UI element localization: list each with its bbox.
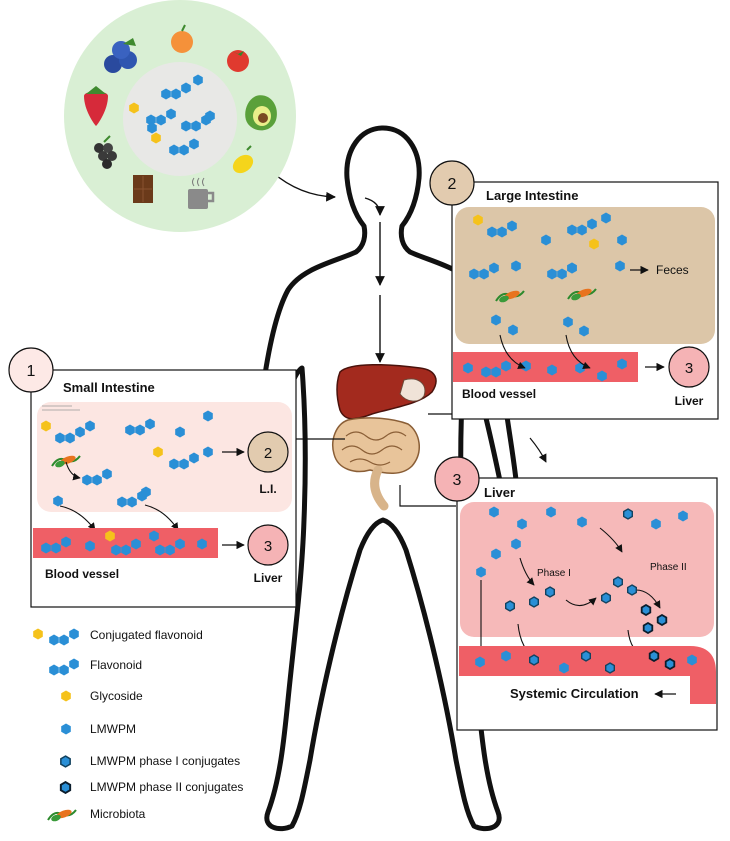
liver-title: Liver: [484, 485, 515, 500]
liver-organ-icon: [336, 364, 437, 420]
li-liver-step-badge: [668, 346, 710, 388]
legend-label: Conjugated flavonoid: [90, 628, 203, 642]
step-badge-3: [434, 456, 480, 502]
legend-item-conjugated: Conjugated flavonoid: [33, 628, 203, 646]
blood-vessel-large-intestine: [453, 352, 638, 382]
blueberry-icon: [104, 38, 137, 73]
small-intestine-panel: 1 Small Intestine Blood vessel 2 L: [8, 347, 297, 608]
legend-item-phase2: LMWPM phase II conjugates: [59, 780, 243, 794]
legend-label: Glycoside: [90, 689, 143, 703]
feces-label: Feces: [656, 263, 689, 277]
legend-label: LMWPM phase I conjugates: [90, 754, 240, 768]
large-intestine-title: Large Intestine: [486, 188, 578, 203]
si-blood-vessel-label: Blood vessel: [45, 567, 119, 581]
avocado-icon: [245, 95, 277, 131]
legend-item-flavonoid: Flavonoid: [49, 658, 142, 676]
legend-label: LMWPM: [90, 722, 136, 736]
food-sources-plate: [64, 0, 296, 232]
legend-label: Flavonoid: [90, 658, 142, 672]
step-badge-1: [8, 347, 54, 393]
intestine-organ-icon: [332, 417, 420, 511]
si-next-step-badge: [247, 431, 289, 473]
legend-label: Microbiota: [90, 807, 146, 821]
legend: Conjugated flavonoid Flavonoid Glycoside…: [33, 628, 243, 824]
li-blood-vessel-label: Blood vessel: [462, 387, 536, 401]
li-liver-step-number: 3: [685, 360, 693, 377]
si-next-step-number: 2: [264, 445, 272, 462]
legend-item-microbiota: Microbiota: [47, 806, 146, 824]
si-liver-step-label: Liver: [254, 571, 283, 585]
phase-two-label: Phase II: [650, 562, 687, 573]
legend-label: LMWPM phase II conjugates: [90, 780, 243, 794]
phase-one-label: Phase I: [537, 568, 571, 579]
step-badge-3-label: 3: [453, 472, 462, 489]
strawberry-icon: [84, 86, 108, 126]
liver-panel: 3 Liver Phase I Phase II: [434, 456, 718, 731]
chocolate-icon: [133, 175, 153, 203]
legend-item-glycoside: Glycoside: [61, 689, 143, 703]
si-liver-step-number: 3: [264, 538, 272, 555]
microbiota-icon: [47, 806, 77, 824]
step-badge-2-label: 2: [448, 176, 457, 193]
si-next-step-label: L.I.: [259, 482, 276, 496]
orange-icon: [171, 24, 193, 53]
tomato-icon: [227, 50, 249, 72]
legend-item-phase1: LMWPM phase I conjugates: [60, 754, 240, 768]
grapes-icon: [94, 135, 117, 169]
systemic-circulation-label: Systemic Circulation: [510, 686, 639, 701]
li-liver-step-label: Liver: [675, 394, 704, 408]
step-badge-2: [429, 160, 475, 206]
step-badge-1-label: 1: [27, 363, 36, 380]
lemon-icon: [232, 145, 254, 174]
si-liver-step-badge: [247, 524, 289, 566]
large-intestine-panel: 2 Large Intestine Feces Blood vessel: [429, 160, 719, 420]
legend-item-lmwpm: LMWPM: [61, 722, 136, 736]
small-intestine-title: Small Intestine: [63, 380, 155, 395]
coffee-icon: [188, 177, 215, 209]
